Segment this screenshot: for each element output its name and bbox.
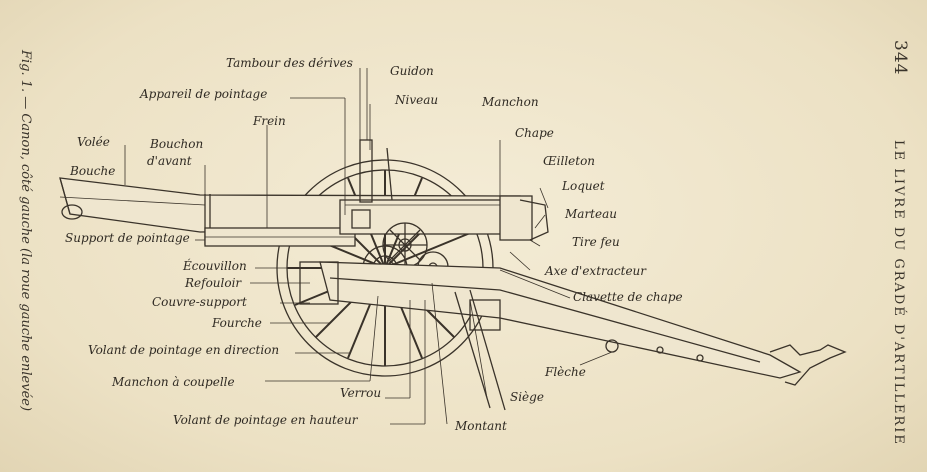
label-refouloir: Refouloir <box>185 276 242 290</box>
label-guidon: Guidon <box>390 64 434 78</box>
label-manchon: Manchon <box>482 95 539 109</box>
label-oeilleton: Œilleton <box>543 154 596 168</box>
label-tirefeu: Tire feu <box>572 235 620 249</box>
label-frein: Frein <box>253 114 286 128</box>
label-montant: Montant <box>455 419 507 433</box>
label-coupelle: Manchon à coupelle <box>112 375 235 389</box>
label-couvre: Couvre-support <box>152 295 247 309</box>
label-tambour: Tambour des dérives <box>226 56 353 70</box>
label-axe: Axe d'extracteur <box>545 264 647 278</box>
label-ecouvillon: Écouvillon <box>183 259 247 273</box>
trail <box>299 261 847 411</box>
label-niveau: Niveau <box>395 93 439 107</box>
label-appareil: Appareil de pointage <box>140 87 268 101</box>
label-support: Support de pointage <box>65 231 190 245</box>
label-clavette: Clavette de chape <box>573 290 683 304</box>
label-siege: Siège <box>510 390 544 404</box>
label-loquet: Loquet <box>562 179 605 193</box>
page-number: 344 <box>890 40 910 76</box>
label-fourche: Fourche <box>212 316 262 330</box>
label-volant-hauteur: Volant de pointage en hauteur <box>173 413 358 427</box>
label-bouchon: Bouchon <box>150 137 204 151</box>
label-bouche: Bouche <box>70 164 116 178</box>
label-fleche: Flèche <box>545 365 586 379</box>
label-volee: Volée <box>77 135 110 149</box>
label-volant-direction: Volant de pointage en direction <box>88 343 280 357</box>
leader-lines <box>124 68 613 425</box>
label-chape: Chape <box>515 126 554 140</box>
label-davant: d'avant <box>147 154 192 168</box>
running-title: LE LIVRE DU GRADÉ D'ARTILLERIE <box>891 140 906 446</box>
figure-caption: Fig. 1. — Canon, côté gauche (la roue ga… <box>18 50 33 412</box>
label-marteau: Marteau <box>565 207 617 221</box>
label-verrou: Verrou <box>340 386 382 400</box>
